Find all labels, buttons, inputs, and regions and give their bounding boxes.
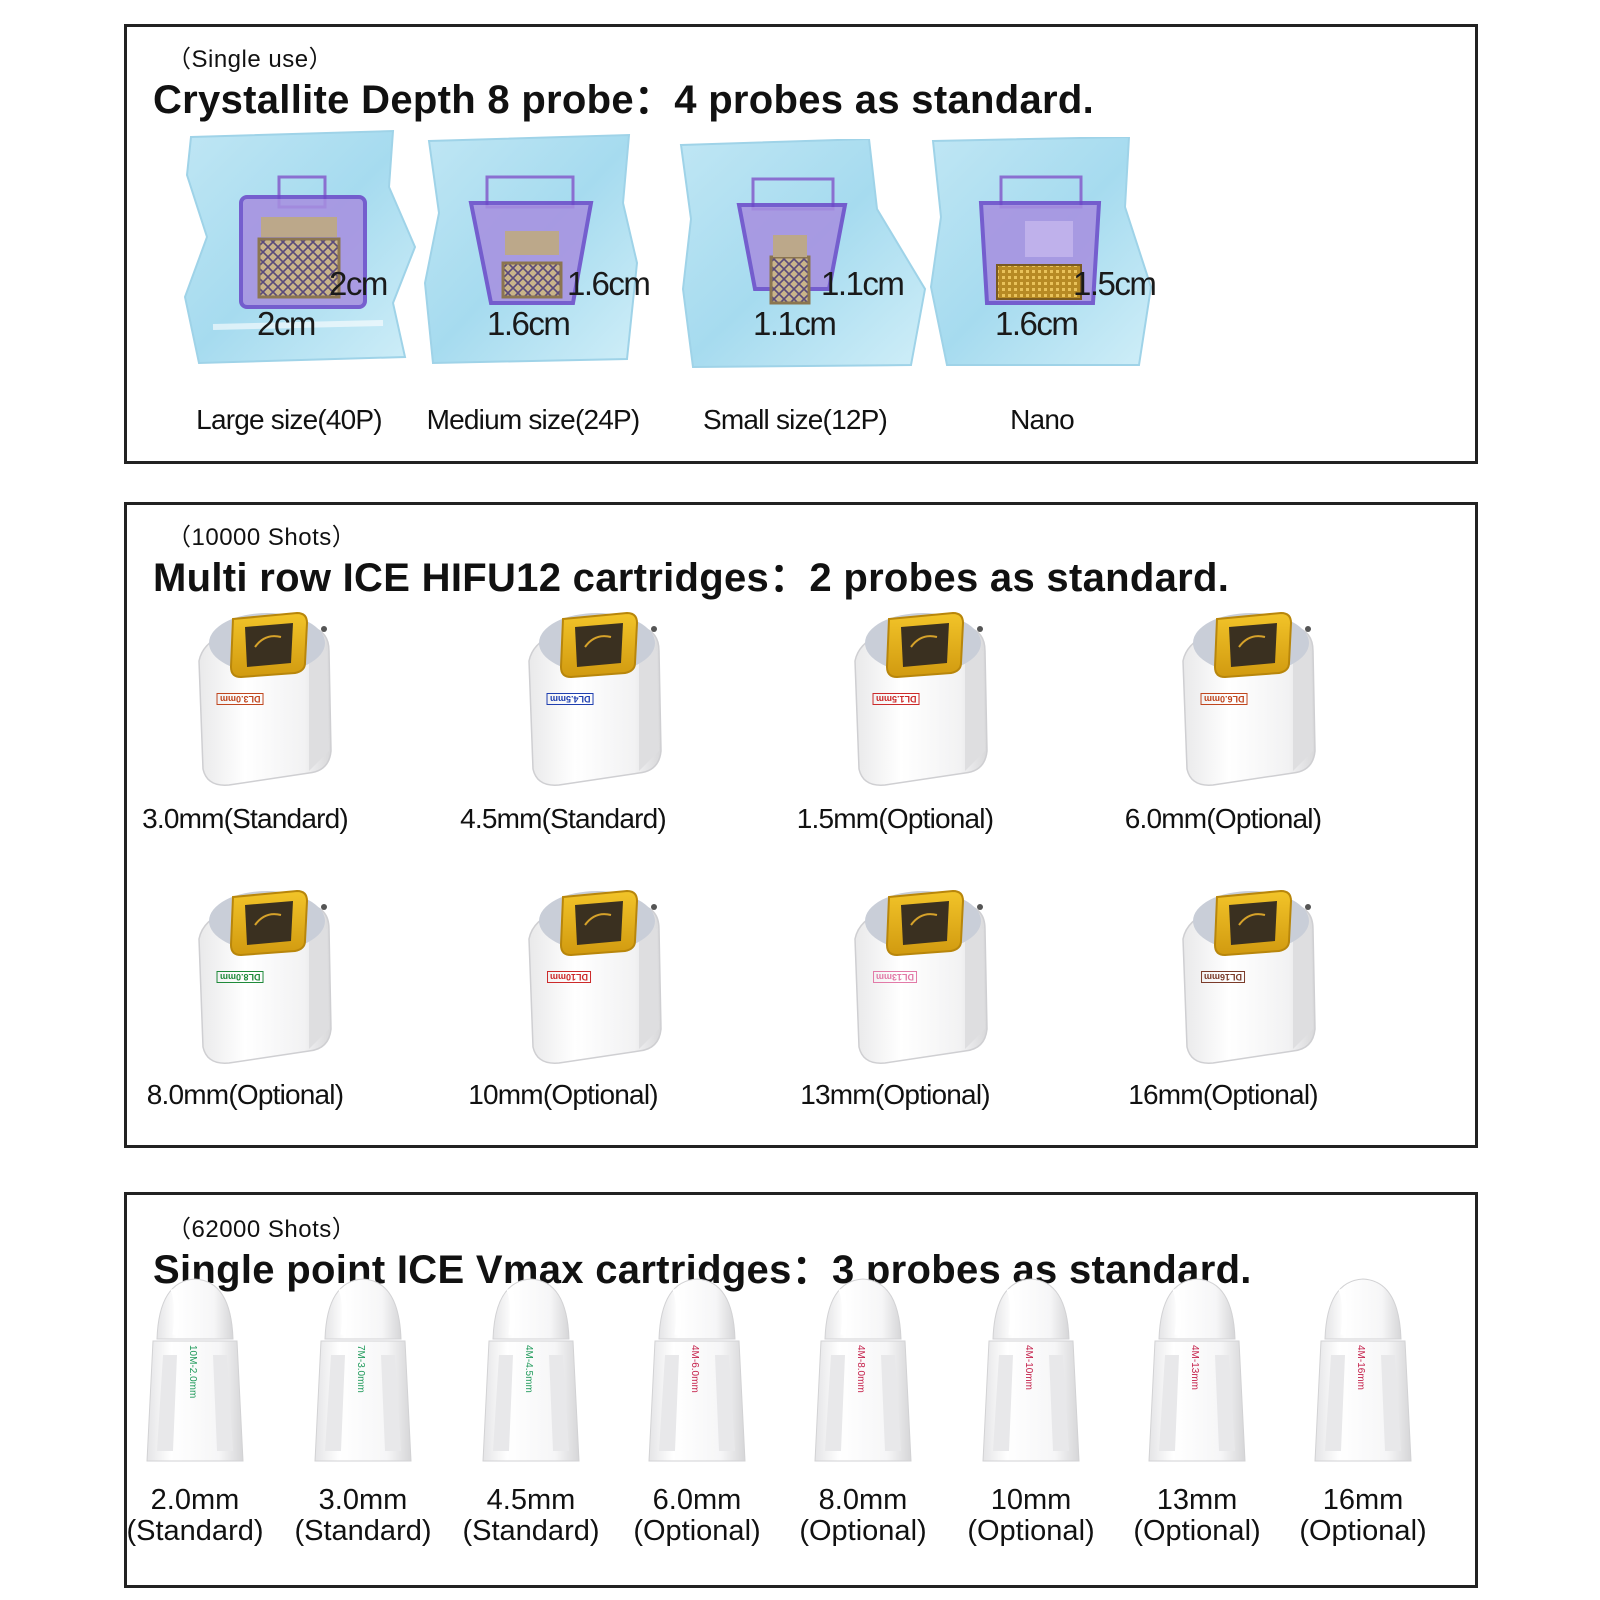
hifu12-cartridge-panel: （10000 Shots） Multi row ICE HIFU12 cartr… [124,502,1478,1148]
hifu12-cartridge-label: 1.5mm(Optional) [796,803,994,834]
vmax-cartridge-label: 4.5mm(Standard) [462,1485,599,1547]
depth-tag: DL13mm [873,971,918,983]
probe-medium-height-label: 1.6cm [567,265,651,302]
vmax-type-label: (Optional) [799,1515,927,1547]
probe-large-width-label: 2cm [257,305,316,342]
probe-large-label: Large size(40P) [196,404,382,435]
vmax-size-label: 13mm [1156,1484,1238,1516]
vmax-size-label: 3.0mm [318,1484,408,1516]
vmax-type-label: (Optional) [1133,1515,1261,1547]
vmax-cartridge: 4M-4.5mm [479,1275,583,1469]
vmax-type-label: (Optional) [1299,1515,1427,1547]
vmax-cartridge-label: 16mm(Optional) [1299,1485,1426,1547]
probe-nano-width-label: 1.6cm [995,305,1079,342]
vmax-cartridge-panel: （62000 Shots） Single point ICE Vmax cart… [124,1192,1478,1588]
vmax-type-label: (Optional) [967,1515,1095,1547]
hifu12-cartridge: DL4.5mm [499,601,669,791]
probe-large-height-label: 2cm [329,265,388,302]
hifu12-cartridge-label: 4.5mm(Standard) [460,803,667,834]
hifu12-cartridge: DL1.5mm [825,601,995,791]
vmax-size-label: 6.0mm [652,1484,742,1516]
vmax-depth-tag: 4M-8.0mm [855,1345,866,1393]
vmax-size-label: 2.0mm [150,1484,240,1516]
vmax-cartridge: 10M-2.0mm [143,1275,247,1469]
hifu12-cartridge: DL13mm [825,879,995,1069]
hifu12-cartridge: DL16mm [1153,879,1323,1069]
section-subtitle: （Single use） [167,46,334,73]
hifu12-cartridge: DL10mm [499,879,669,1069]
vmax-cartridge: 4M-13mm [1145,1275,1249,1469]
probe-small-height-label: 1.1cm [821,265,905,302]
vmax-depth-tag: 4M-13mm [1189,1345,1200,1391]
vmax-cartridge: 4M-6.0mm [645,1275,749,1469]
section-subtitle: （62000 Shots） [167,1216,357,1243]
vmax-depth-tag: 4M-6.0mm [689,1345,700,1393]
vmax-type-label: (Standard) [462,1515,600,1547]
crystallite-probe-panel: （Single use） Crystallite Depth 8 probe：4… [124,24,1478,464]
vmax-cartridge-label: 8.0mm(Optional) [799,1485,926,1547]
hifu12-cartridge: DL3.0mm [169,601,339,791]
hifu12-cartridge-label: 13mm(Optional) [800,1079,990,1110]
probe-medium-label: Medium size(24P) [426,404,641,435]
depth-tag: DL3.0mm [217,693,264,705]
depth-tag: DL8.0mm [217,971,264,983]
probe-nano-height-label: 1.5cm [1073,265,1157,302]
vmax-depth-tag: 4M-16mm [1355,1345,1366,1391]
probe-nano-label: Nano [1010,404,1075,435]
hifu12-cartridge-label: 10mm(Optional) [468,1079,658,1110]
hifu12-cartridge: DL8.0mm [169,879,339,1069]
probe-large-image [183,127,423,367]
depth-tag: DL16mm [1201,971,1246,983]
vmax-cartridge: 4M-10mm [979,1275,1083,1469]
probe-nano-image [929,135,1155,369]
probe-small-label: Small size(12P) [702,404,888,435]
vmax-type-label: (Standard) [126,1515,264,1547]
probe-medium-image [423,133,643,365]
vmax-size-label: 4.5mm [486,1484,576,1516]
vmax-depth-tag: 4M-4.5mm [523,1345,534,1393]
depth-tag: DL10mm [547,971,592,983]
vmax-size-label: 16mm [1322,1484,1404,1516]
section-subtitle: （10000 Shots） [167,524,357,551]
vmax-cartridge: 7M-3.0mm [311,1275,415,1469]
hifu12-cartridge-label: 16mm(Optional) [1128,1079,1318,1110]
vmax-depth-tag: 10M-2.0mm [187,1345,198,1399]
vmax-cartridge-label: 13mm(Optional) [1133,1485,1260,1547]
vmax-size-label: 10mm [990,1484,1072,1516]
vmax-cartridge-label: 2.0mm(Standard) [126,1485,263,1547]
vmax-cartridge-label: 3.0mm(Standard) [294,1485,431,1547]
vmax-depth-tag: 7M-3.0mm [355,1345,366,1393]
probe-small-image [679,137,929,369]
section-title: Crystallite Depth 8 probe：4 probes as st… [153,78,1095,122]
vmax-cartridge: 4M-16mm [1311,1275,1415,1469]
hifu12-cartridge-label: 6.0mm(Optional) [1124,803,1322,834]
depth-tag: DL4.5mm [547,693,594,705]
hifu12-cartridge-label: 3.0mm(Standard) [142,803,349,834]
section-title: Multi row ICE HIFU12 cartridges：2 probes… [153,556,1230,600]
vmax-size-label: 8.0mm [818,1484,908,1516]
vmax-cartridge-label: 10mm(Optional) [967,1485,1094,1547]
vmax-cartridge-label: 6.0mm(Optional) [633,1485,760,1547]
vmax-type-label: (Standard) [294,1515,432,1547]
vmax-type-label: (Optional) [633,1515,761,1547]
hifu12-cartridge: DL6.0mm [1153,601,1323,791]
probe-medium-width-label: 1.6cm [487,305,571,342]
hifu12-cartridge-label: 8.0mm(Optional) [146,1079,344,1110]
depth-tag: DL6.0mm [1201,693,1248,705]
probe-small-width-label: 1.1cm [753,305,837,342]
depth-tag: DL1.5mm [873,693,920,705]
vmax-cartridge: 4M-8.0mm [811,1275,915,1469]
vmax-depth-tag: 4M-10mm [1023,1345,1034,1391]
